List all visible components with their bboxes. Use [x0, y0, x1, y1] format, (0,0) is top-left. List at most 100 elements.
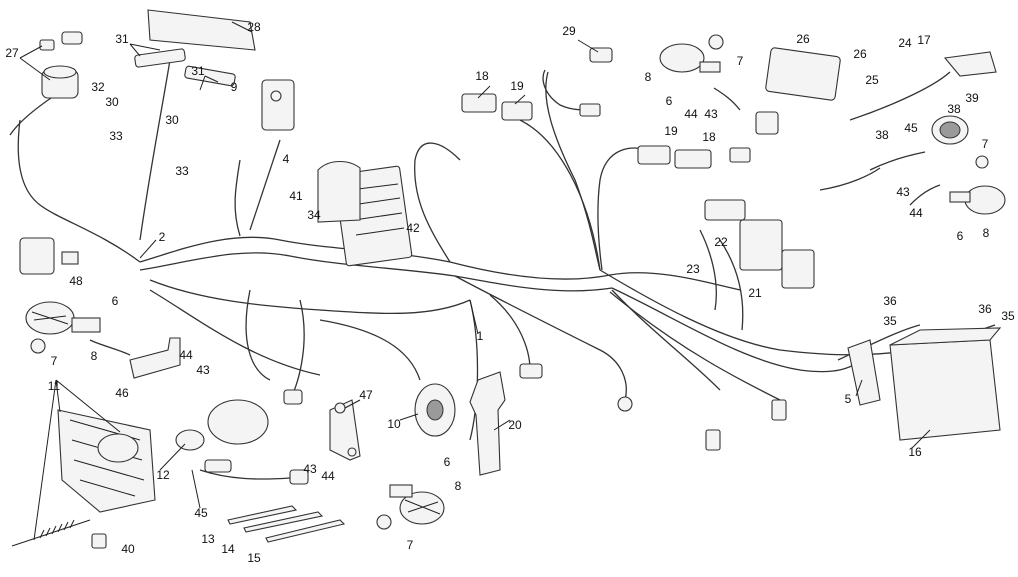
callout-c36a: 36: [883, 294, 897, 308]
brake-light-switch-48: [19, 237, 79, 275]
headlight-screw-spring: [11, 519, 107, 549]
callout-c10: 10: [387, 417, 401, 431]
callout-c43c: 43: [196, 363, 210, 377]
callout-c29: 29: [562, 24, 576, 38]
callout-c25: 25: [865, 73, 879, 87]
relay-4: [261, 79, 295, 131]
ignition-switch-27: [39, 31, 83, 99]
callout-c4: 4: [283, 152, 290, 166]
callout-c33b: 33: [175, 164, 189, 178]
callout-c1: 1: [477, 329, 484, 343]
bracket-46: [129, 337, 181, 379]
callout-c6b: 6: [957, 229, 964, 243]
rear-indicator-8: [949, 185, 1006, 215]
cable-ties-13-14-15: [227, 505, 346, 543]
ecu-box-25: [755, 47, 841, 135]
callout-c18b: 18: [702, 130, 716, 144]
instrument-cluster-28: [134, 9, 256, 87]
callout-c33a: 33: [109, 129, 123, 143]
callout-c7b: 7: [982, 137, 989, 151]
callout-c9: 9: [231, 80, 238, 94]
regulator-34: [317, 160, 413, 267]
callout-c44b: 44: [909, 206, 923, 220]
callout-c45b: 45: [194, 506, 208, 520]
callout-c24: 24: [898, 36, 912, 50]
callout-c30b: 30: [165, 113, 179, 127]
connector-18-19-right: [637, 145, 751, 169]
callout-c18a: 18: [475, 69, 489, 83]
callout-c26a: 26: [796, 32, 810, 46]
connector-18-19-upper: [461, 47, 613, 121]
callout-c6a: 6: [666, 94, 673, 108]
callout-c38a: 38: [947, 102, 961, 116]
callout-c8c: 8: [91, 349, 98, 363]
callout-c48: 48: [69, 274, 83, 288]
callout-c44d: 44: [321, 469, 335, 483]
callout-c30a: 30: [105, 95, 119, 109]
callout-c26b: 26: [853, 47, 867, 61]
rear-left-indicator-8: [376, 484, 445, 530]
ignition-coil-20: [469, 371, 506, 476]
callout-c7c: 7: [51, 354, 58, 368]
relay-box-21: [704, 199, 815, 289]
bracket-47: [329, 399, 361, 461]
callout-c44a: 44: [684, 107, 698, 121]
handlebar-bracket-39: [943, 51, 997, 77]
callout-c36b: 36: [978, 302, 992, 316]
callout-c13: 13: [201, 532, 215, 546]
callout-c8a: 8: [645, 70, 652, 84]
callout-c28: 28: [247, 20, 261, 34]
callout-c44c: 44: [179, 348, 193, 362]
callout-c17: 17: [917, 33, 931, 47]
callout-c40: 40: [121, 542, 135, 556]
callout-c35a: 35: [883, 314, 897, 328]
callout-c31b: 31: [191, 64, 205, 78]
callout-c5: 5: [845, 392, 852, 406]
front-indicator-left-8: [25, 301, 101, 354]
callout-c47: 47: [359, 388, 373, 402]
callout-c43d: 43: [303, 462, 317, 476]
callout-c19b: 19: [664, 124, 678, 138]
callout-c2: 2: [159, 230, 166, 244]
battery-16: [847, 327, 1002, 441]
callout-c32: 32: [91, 80, 105, 94]
callout-c16: 16: [908, 445, 922, 459]
callout-c6c: 6: [112, 294, 119, 308]
callout-c31a: 31: [115, 32, 129, 46]
headlight-11: [57, 399, 269, 513]
callout-c22: 22: [714, 235, 728, 249]
callout-c27: 27: [5, 46, 19, 60]
callout-c11: 11: [48, 379, 61, 393]
front-indicator-right-8: [659, 34, 724, 73]
callout-c7a: 7: [737, 54, 744, 68]
callout-c35b: 35: [1001, 309, 1015, 323]
leader-lines: [19, 21, 931, 541]
rear-light-38: [931, 115, 989, 169]
callout-c41: 41: [289, 189, 303, 203]
callout-c15: 15: [247, 551, 261, 565]
callout-c42: 42: [406, 221, 420, 235]
callout-c14: 14: [221, 542, 235, 556]
callout-c38b: 38: [875, 128, 889, 142]
main-wiring-harness: [9, 59, 996, 480]
callout-c8b: 8: [983, 226, 990, 240]
callout-c43a: 43: [704, 107, 718, 121]
callout-c45a: 45: [904, 121, 918, 135]
callout-c39: 39: [965, 91, 979, 105]
sensor-plugs: [283, 363, 787, 485]
callout-c19a: 19: [510, 79, 524, 93]
horn-10: [414, 383, 456, 437]
callout-c34: 34: [307, 208, 321, 222]
callout-c46: 46: [115, 386, 129, 400]
callout-c20: 20: [508, 418, 522, 432]
callout-c8d: 8: [455, 479, 462, 493]
callout-c23: 23: [686, 262, 700, 276]
callout-c12: 12: [156, 468, 170, 482]
callout-c7d: 7: [407, 538, 414, 552]
callout-c21: 21: [748, 286, 762, 300]
callout-c43b: 43: [896, 185, 910, 199]
callout-c6d: 6: [444, 455, 451, 469]
